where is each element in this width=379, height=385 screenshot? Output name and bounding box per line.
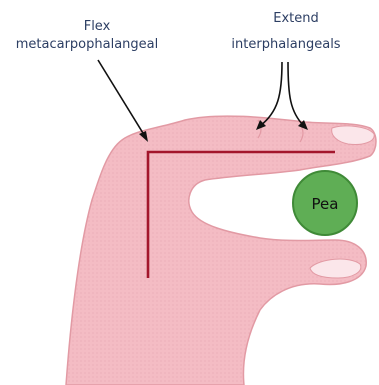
extend-arrow-right: [288, 62, 304, 126]
extend-arrow-left: [260, 62, 282, 126]
extend-label-line1: Extend: [273, 11, 319, 26]
flex-label-line1: Flex: [84, 19, 111, 34]
flex-arrow-line: [98, 60, 146, 138]
pea-label: Pea: [312, 195, 339, 213]
hand-shape: [66, 116, 376, 385]
flex-label-line2: metacarpophalangeal: [16, 37, 159, 52]
extend-label-line2: interphalangeals: [231, 37, 340, 52]
